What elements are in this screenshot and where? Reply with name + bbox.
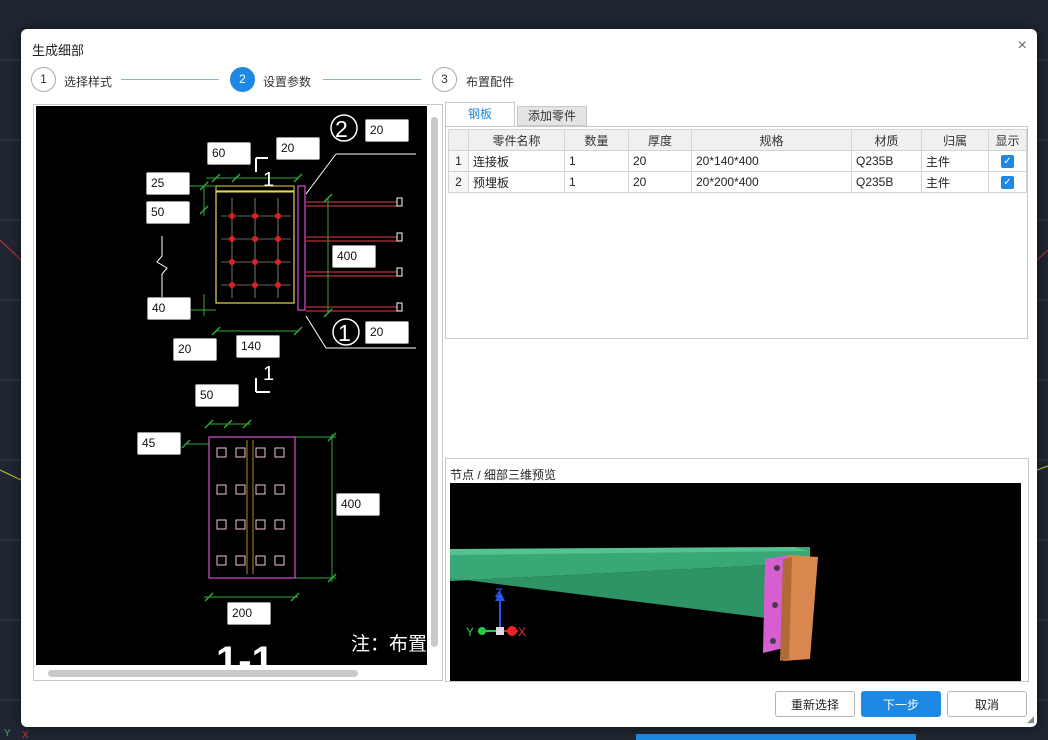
column-header[interactable]: 规格 xyxy=(691,129,852,151)
axis-y-label: Y xyxy=(466,625,474,639)
parameter-drawing-panel: 1 1 2 1 xyxy=(33,104,443,681)
cell-material[interactable]: Q235B xyxy=(851,150,922,172)
section-mark: 1 xyxy=(263,169,274,191)
part-tabs: 钢板 添加零件 xyxy=(445,102,745,126)
dim-input[interactable]: 45 xyxy=(137,432,181,455)
table-row[interactable]: 1 连接板 1 20 20*140*400 Q235B 主件 ✓ xyxy=(448,150,1027,172)
step-1-label: 选择样式 xyxy=(64,75,113,89)
3d-preview-view[interactable]: Z Y X xyxy=(450,483,1021,681)
cell-thickness[interactable]: 20 xyxy=(628,150,692,172)
step-connector xyxy=(323,79,421,80)
table-header-row: 零件名称 数量 厚度 规格 材质 归属 显示 xyxy=(448,129,1027,151)
tab-add-part[interactable]: 添加零件 xyxy=(517,106,587,126)
column-header xyxy=(448,129,469,151)
row-index: 2 xyxy=(448,171,469,193)
cell-show: ✓ xyxy=(988,150,1027,172)
parts-table: 零件名称 数量 厚度 规格 材质 归属 显示 1 连接板 1 20 20*140… xyxy=(448,129,1027,193)
column-header[interactable]: 显示 xyxy=(988,129,1027,151)
callout-number: 1 xyxy=(338,320,351,346)
callout-number: 2 xyxy=(335,116,348,142)
cell-part-name[interactable]: 预埋板 xyxy=(468,171,565,193)
section-mark: 1 xyxy=(263,363,274,385)
node-detail-drawing: 1 1 2 1 xyxy=(156,114,427,665)
resize-grip-icon[interactable]: ◢ xyxy=(1027,714,1034,724)
parameter-drawing: 1 1 2 1 xyxy=(36,106,427,665)
show-checkbox[interactable]: ✓ xyxy=(1001,176,1014,190)
cell-spec[interactable]: 20*200*400 xyxy=(691,171,852,193)
cell-quantity[interactable]: 1 xyxy=(564,171,629,193)
generate-detail-dialog: 生成细部 × 1 选择样式 2 设置参数 3 布置配件 xyxy=(21,29,1037,727)
wizard-steps: 1 选择样式 2 设置参数 3 布置配件 xyxy=(31,67,631,93)
dim-input[interactable]: 20 xyxy=(365,321,409,344)
cancel-button[interactable]: 取消 xyxy=(947,691,1027,717)
row-index: 1 xyxy=(448,150,469,172)
cell-thickness[interactable]: 20 xyxy=(628,171,692,193)
next-button[interactable]: 下一步 xyxy=(861,691,941,717)
dim-input[interactable]: 400 xyxy=(336,493,380,516)
dim-input[interactable]: 20 xyxy=(365,119,409,142)
section-title: 1-1 xyxy=(216,639,274,665)
dialog-title: 生成细部 xyxy=(32,43,85,58)
svg-text:Y: Y xyxy=(4,728,11,739)
column-header[interactable]: 材质 xyxy=(851,129,922,151)
cell-show: ✓ xyxy=(988,171,1027,193)
column-header[interactable]: 零件名称 xyxy=(468,129,565,151)
dim-input[interactable]: 60 xyxy=(207,142,251,165)
step-3-label: 布置配件 xyxy=(466,75,515,89)
step-connector xyxy=(121,79,219,80)
preview-label: 节点 / 细部三维预览 xyxy=(450,468,557,482)
dim-input[interactable]: 400 xyxy=(332,245,376,268)
column-header[interactable]: 厚度 xyxy=(628,129,692,151)
parts-table-panel: 零件名称 数量 厚度 规格 材质 归属 显示 1 连接板 1 20 20*140… xyxy=(445,126,1028,339)
step-1-circle: 1 xyxy=(31,67,56,92)
column-header[interactable]: 数量 xyxy=(564,129,629,151)
axis-z-label: Z xyxy=(495,586,502,600)
step-2-circle: 2 xyxy=(230,67,255,92)
cell-owner[interactable]: 主件 xyxy=(921,171,989,193)
column-header[interactable]: 归属 xyxy=(921,129,989,151)
dim-input[interactable]: 25 xyxy=(146,172,190,195)
dim-input[interactable]: 140 xyxy=(236,335,280,358)
dim-input[interactable]: 50 xyxy=(146,201,190,224)
step-3-circle: 3 xyxy=(432,67,457,92)
cell-owner[interactable]: 主件 xyxy=(921,150,989,172)
dim-input[interactable]: 40 xyxy=(147,297,191,320)
3d-preview-panel: 节点 / 细部三维预览 Z Y X xyxy=(445,458,1029,682)
dim-input[interactable]: 200 xyxy=(227,602,271,625)
axis-x-label: X xyxy=(518,625,526,639)
3d-model-render: Z Y X xyxy=(450,547,818,661)
cell-quantity[interactable]: 1 xyxy=(564,150,629,172)
vertical-scrollbar[interactable] xyxy=(431,117,438,647)
step-2-label: 设置参数 xyxy=(263,75,312,89)
cell-part-name[interactable]: 连接板 xyxy=(468,150,565,172)
cell-material[interactable]: Q235B xyxy=(851,171,922,193)
close-icon[interactable]: × xyxy=(1017,37,1027,54)
table-row[interactable]: 2 预埋板 1 20 20*200*400 Q235B 主件 ✓ xyxy=(448,171,1027,193)
dim-input[interactable]: 20 xyxy=(276,137,320,160)
dim-input[interactable]: 20 xyxy=(173,338,217,361)
cell-spec[interactable]: 20*140*400 xyxy=(691,150,852,172)
note-text: 注：布置 xyxy=(351,633,427,655)
dim-input[interactable]: 50 xyxy=(195,384,239,407)
horizontal-scrollbar[interactable] xyxy=(48,670,358,677)
tab-steel-plate[interactable]: 钢板 xyxy=(445,102,515,126)
reselect-button[interactable]: 重新选择 xyxy=(775,691,855,717)
show-checkbox[interactable]: ✓ xyxy=(1001,155,1014,169)
svg-text:X: X xyxy=(22,730,29,740)
